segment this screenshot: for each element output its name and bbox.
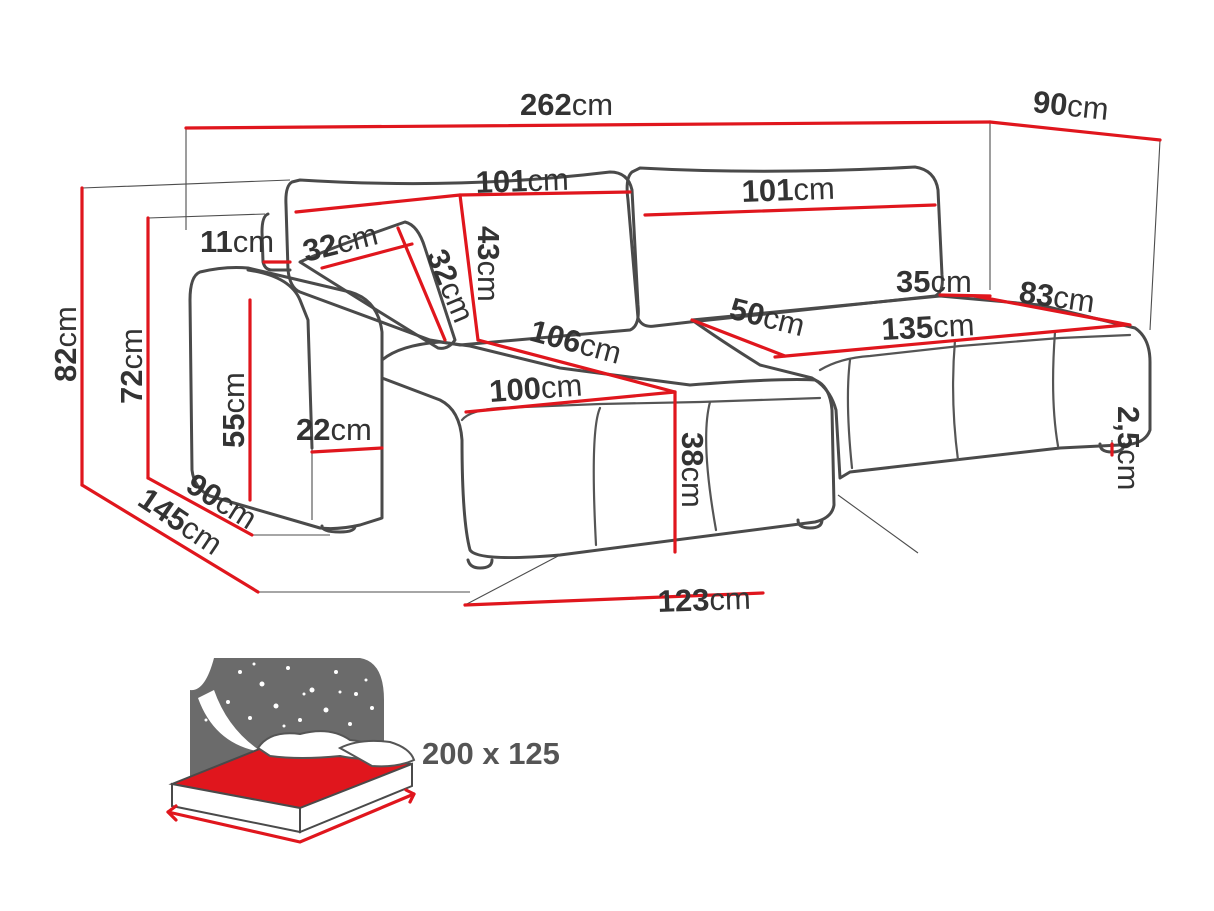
label-arm-height: 55cm: [216, 372, 251, 448]
sofa-drawing: [188, 165, 1152, 570]
label-total-height: 82cm: [48, 306, 83, 382]
label-seat-depth-right: 50cm: [726, 291, 808, 343]
bed-size-label: 200 x 125: [422, 736, 560, 771]
foot: [796, 518, 824, 530]
label-backrest-right: 101cm: [741, 171, 835, 209]
bed-length-arrow: [166, 792, 416, 844]
label-backrest-left: 101cm: [475, 162, 569, 200]
label-depth-right: 90cm: [1031, 84, 1110, 127]
label-total-length: 262cm: [520, 87, 613, 122]
dim-seat-width-end: [973, 294, 1132, 327]
dim-total-length: [184, 120, 992, 130]
dimension-lines: [80, 120, 1162, 607]
dim-chaise-depth: [146, 476, 254, 537]
dim-seat-front: [464, 390, 677, 414]
label-seat-height: 38cm: [675, 432, 710, 508]
foot: [320, 524, 357, 534]
dim-arm-depth: [310, 446, 384, 454]
dim-backrest-height: [458, 193, 480, 342]
foot: [466, 558, 494, 570]
label-arm-width: 11cm: [200, 224, 274, 259]
dim-backrest-right: [643, 203, 937, 217]
label-arm-depth: 22cm: [296, 412, 372, 447]
label-height-72: 72cm: [114, 328, 149, 404]
chaise-seat: [380, 340, 836, 560]
dim-chaise-width: [463, 591, 765, 607]
dim-seat-depth-right: [690, 318, 787, 358]
label-seat-width-end: 83cm: [1017, 274, 1097, 319]
dim-pillow-width: [320, 242, 414, 270]
main-seat: [690, 294, 1152, 480]
armrest: [188, 266, 384, 531]
label-chaise-width: 123cm: [657, 581, 751, 619]
label-leg-height: 2,5cm: [1111, 406, 1146, 490]
bed-function-icon: 200 x 125: [166, 658, 560, 844]
throw-pillow: [298, 220, 457, 350]
label-seat-front: 100cm: [488, 368, 583, 409]
dim-pillow-height: [396, 226, 447, 342]
label-seat-length-right: 135cm: [881, 307, 976, 347]
bed-pillow: [337, 739, 416, 768]
label-backrest-height: 43cm: [471, 226, 506, 302]
dim-chaise-length: [80, 483, 260, 594]
label-back-depth-right: 35cm: [896, 264, 972, 299]
stars: [204, 662, 374, 742]
dimension-labels: 262cm 90cm 101cm 101cm 43cm 11cm 32cm 32…: [48, 84, 1146, 619]
right-back-cushion: [625, 165, 944, 328]
label-pillow-width: 32cm: [299, 216, 381, 268]
dim-depth-right: [988, 120, 1162, 142]
dim-seat-length-right: [773, 323, 1127, 359]
dim-seat-diagonal: [476, 338, 677, 394]
